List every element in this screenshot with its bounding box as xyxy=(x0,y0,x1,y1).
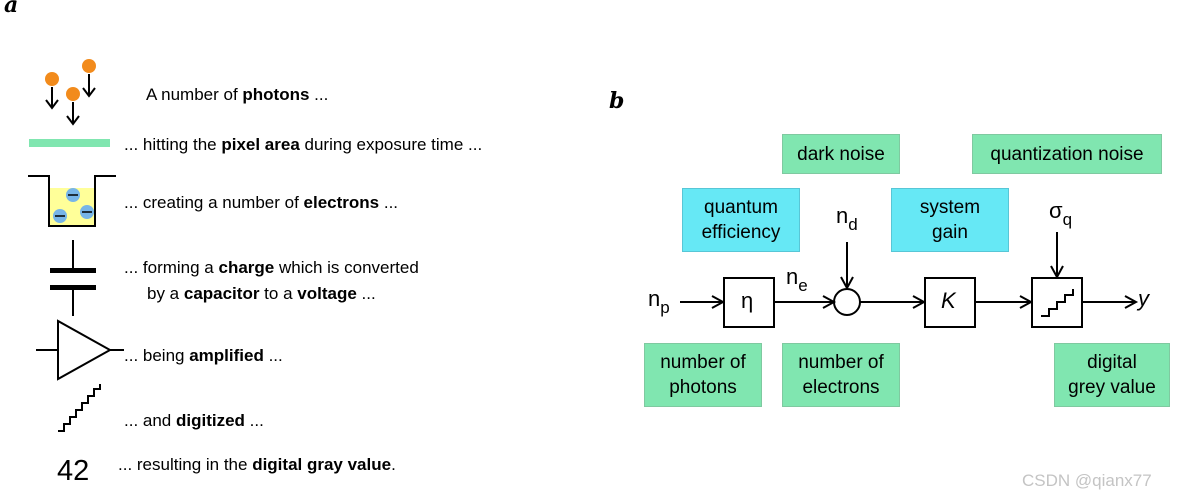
capacitor-icon xyxy=(50,240,96,316)
signal-chain xyxy=(680,232,1139,328)
desc-electrons: ... creating a number of electrons ... xyxy=(124,193,399,212)
desc-amplified: ... being amplified ... xyxy=(124,346,283,365)
pixel-area-icon xyxy=(29,139,110,147)
desc-photons: A number of photons ... xyxy=(146,85,329,104)
staircase-icon xyxy=(58,384,101,432)
np-symbol: np xyxy=(648,286,670,317)
eta-symbol: η xyxy=(741,288,754,313)
quantization-noise-box: quantization noise xyxy=(972,134,1162,174)
nd-symbol: nd xyxy=(836,203,858,234)
desc-gray-value: ... resulting in the digital gray value. xyxy=(118,455,396,474)
gray-value-number: 42 xyxy=(57,455,90,487)
dark-noise-box: dark noise xyxy=(782,134,900,174)
desc-capacitor: by a capacitor to a voltage ... xyxy=(147,284,376,303)
photons-icon xyxy=(45,59,96,126)
ne-symbol: ne xyxy=(786,264,808,295)
watermark: CSDN @qianx77 xyxy=(1022,471,1152,490)
desc-digitized: ... and digitized ... xyxy=(124,411,264,430)
output-y-symbol: y xyxy=(1138,286,1149,311)
desc-pixel-area: ... hitting the pixel area during exposu… xyxy=(124,135,483,154)
desc-charge: ... forming a charge which is converted xyxy=(124,258,419,277)
panel-a-label: a xyxy=(4,0,19,18)
sigma-q-symbol: σq xyxy=(1049,198,1073,229)
gain-k-symbol: K xyxy=(941,288,956,313)
electron-well-icon xyxy=(28,175,116,227)
panel-b-label: b xyxy=(609,88,625,114)
amplifier-icon xyxy=(36,319,124,381)
